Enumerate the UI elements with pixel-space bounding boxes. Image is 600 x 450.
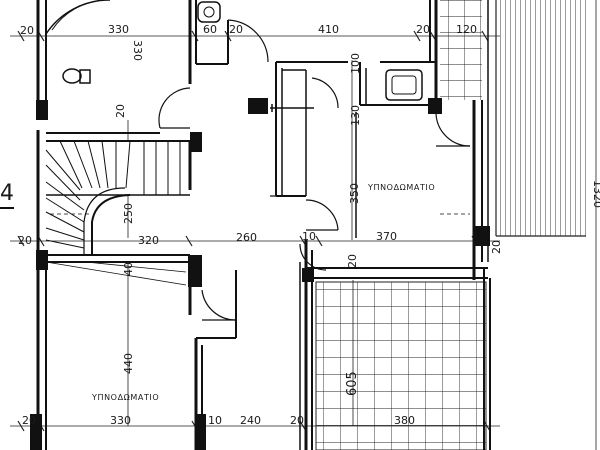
- bathroom-fixtures: [45, 0, 423, 101]
- dim-100: 100: [349, 53, 362, 74]
- dim-1320: 1320: [591, 180, 600, 208]
- dim-bot-10: 10: [208, 414, 222, 427]
- dim-top-20-mid: 20: [229, 23, 243, 36]
- dim-top-60: 60: [203, 23, 217, 36]
- dim-605: 605: [345, 371, 360, 396]
- dim-bot-20-b: 20: [290, 414, 304, 427]
- dim-bot-330: 330: [110, 414, 131, 427]
- dim-top-20-left: 20: [20, 24, 34, 37]
- dim-20-stair: 20: [114, 104, 127, 118]
- staircase: [45, 140, 187, 286]
- railing-hatch: [495, 0, 586, 237]
- dim-bot-380: 380: [394, 414, 415, 427]
- dim-320: 320: [138, 234, 159, 247]
- structural-columns: [30, 98, 490, 450]
- dim-top-20-right: 20: [416, 23, 430, 36]
- dim-20-hall: 20: [346, 254, 359, 268]
- walls: [36, 0, 491, 450]
- dim-bot-240: 240: [240, 414, 261, 427]
- dim-top-410: 410: [318, 23, 339, 36]
- dim-370: 370: [376, 230, 397, 243]
- dim-20-right: 20: [490, 240, 503, 254]
- bedroom-label-left: ΥΠΝΟΔΩΜΑΤΙΟ: [91, 393, 159, 402]
- dim-40: 40: [122, 262, 135, 276]
- dim-350: 350: [348, 183, 361, 204]
- dim-20-left: 20: [18, 234, 32, 247]
- bedroom-label-right: ΥΠΝΟΔΩΜΑΤΙΟ: [367, 183, 435, 192]
- dim-top-330: 330: [108, 23, 129, 36]
- terrace-tiles: [440, 0, 482, 100]
- dimension-lines: [10, 0, 597, 450]
- dim-260: 260: [236, 231, 257, 244]
- dim-130: 130: [349, 105, 362, 126]
- dim-bath-330: 330: [131, 40, 144, 61]
- door-swings: [158, 19, 471, 321]
- dim-bot-20: 20: [22, 414, 36, 427]
- dim-10: 10: [302, 230, 316, 243]
- dimension-labels: 20 330 60 20 410 20 120 330 100 130 20 3…: [18, 23, 600, 427]
- dim-top-120: 120: [456, 23, 477, 36]
- balcony-tiles: [315, 281, 487, 450]
- dim-250: 250: [122, 203, 135, 224]
- dim-440: 440: [122, 353, 135, 374]
- section-marker: 4: [0, 181, 470, 215]
- marker-label: 4: [0, 181, 14, 206]
